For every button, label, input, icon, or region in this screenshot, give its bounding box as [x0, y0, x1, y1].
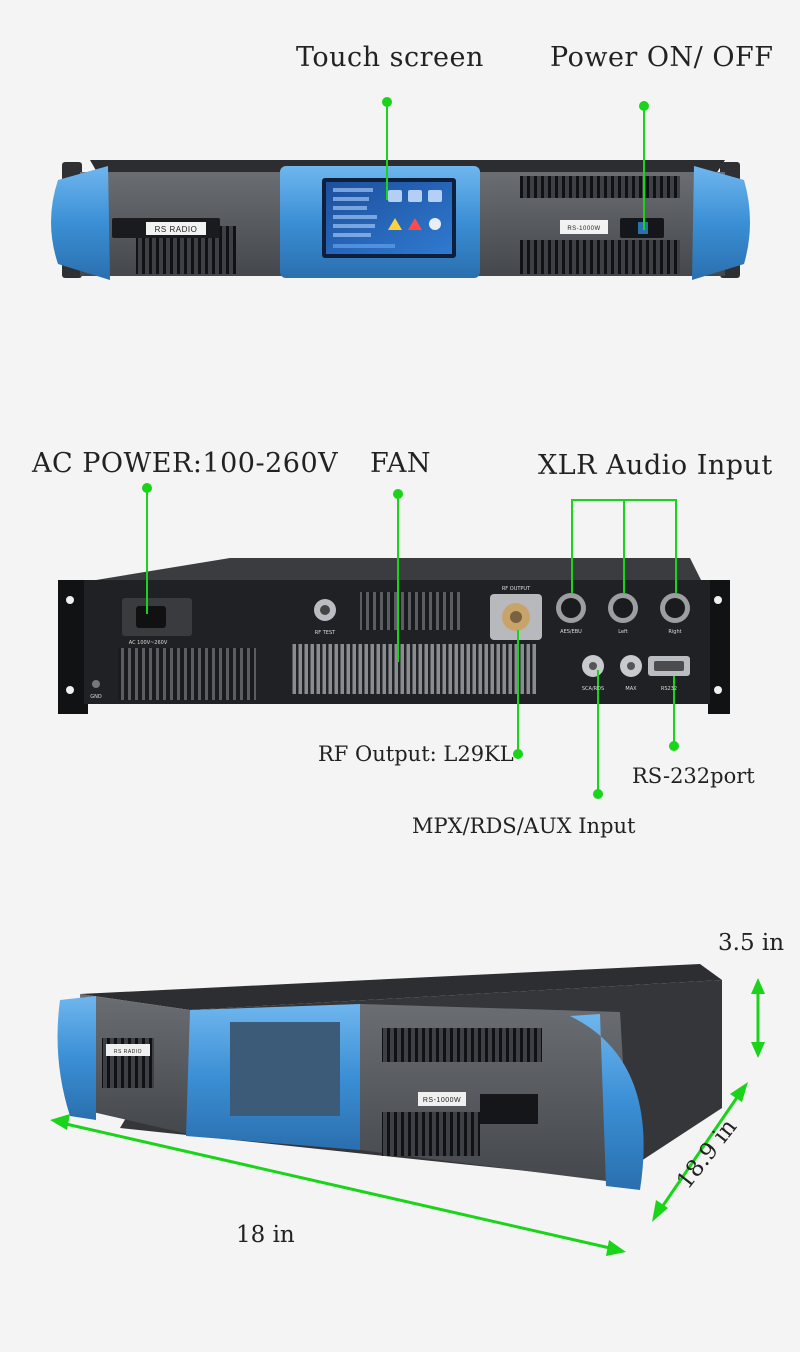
rear-sca-label: SCA/RDS — [582, 686, 604, 692]
callout-dots — [142, 97, 679, 799]
label-mpx-input: MPX/RDS/AUX Input — [412, 814, 636, 838]
dot-rs232 — [669, 741, 679, 751]
dimension-arrows — [50, 978, 765, 1256]
brand-badge-text: RS RADIO — [155, 225, 198, 234]
gnd-terminal — [92, 680, 100, 688]
rear-ac-label: AC 100V~260V — [129, 640, 168, 646]
rear-vent-left — [118, 648, 256, 700]
iso-vent-top — [382, 1028, 542, 1062]
screen-warning-icon — [388, 218, 402, 230]
callout-lines — [146, 102, 677, 792]
rear-rs232-label: RS232 — [661, 686, 677, 692]
iso-model-badge-text: RS-1000W — [423, 1097, 461, 1104]
rear-right-label: Right — [668, 629, 681, 635]
dot-rf-output — [513, 749, 523, 759]
front-vent-right-top — [520, 176, 680, 198]
rear-left-label: Left — [618, 629, 627, 635]
iso-screen — [230, 1022, 340, 1116]
iso-vent-bottom — [382, 1112, 480, 1156]
rear-ear-right — [708, 580, 730, 714]
label-power-switch: Power ON/ OFF — [550, 42, 774, 73]
dimension-height: 3.5 in — [718, 930, 785, 956]
iso-model-badge — [418, 1092, 466, 1106]
iso-blue-cap-left — [57, 996, 96, 1120]
label-xlr-audio-input: XLR Audio Input — [538, 450, 773, 481]
screen-icon-3 — [428, 190, 442, 202]
label-fan: FAN — [370, 448, 432, 479]
label-touch-screen: Touch screen — [296, 42, 484, 73]
model-badge — [560, 220, 608, 234]
label-ac-power: AC POWER:100-260V — [32, 448, 339, 479]
rear-max-label: MAX — [625, 686, 637, 692]
front-vent-right-bottom — [520, 240, 680, 274]
iso-view-unit — [57, 964, 722, 1190]
dot-mpx — [593, 789, 603, 799]
dimension-width: 18 in — [236, 1222, 295, 1248]
iso-brand-badge — [106, 1044, 150, 1056]
label-rf-output: RF Output: L29KL — [318, 742, 514, 766]
dot-ac-power — [142, 483, 152, 493]
screen-icon-2 — [408, 190, 422, 202]
dot-touch-screen — [382, 97, 392, 107]
rear-rf-test-label: RF TEST — [315, 630, 336, 636]
brand-badge — [146, 222, 206, 235]
front-panel-unit — [51, 160, 750, 280]
rear-gnd-label: GND — [90, 694, 102, 700]
dot-power — [639, 101, 649, 111]
dot-fan — [393, 489, 403, 499]
rear-aes-label: AES/EBU — [560, 629, 582, 635]
fan-grille — [292, 644, 536, 694]
screen-icon-1 — [388, 190, 402, 202]
rear-vent-top — [360, 592, 460, 630]
rear-top-edge — [84, 558, 702, 582]
screen-gear-icon — [429, 218, 441, 230]
label-rs232: RS-232port — [632, 764, 755, 788]
blue-cap-left — [51, 166, 110, 280]
iso-power-switch — [480, 1094, 538, 1124]
iso-blue-cap-right — [570, 1014, 644, 1190]
blue-cap-right — [692, 166, 750, 280]
screen-alarm-icon — [408, 218, 422, 230]
iso-top — [80, 964, 722, 1010]
rear-rf-output-label: RF OUTPUT — [502, 586, 531, 592]
iso-brand-badge-text: RS RADIO — [114, 1049, 142, 1055]
model-badge-text: RS-1000W — [567, 226, 600, 232]
